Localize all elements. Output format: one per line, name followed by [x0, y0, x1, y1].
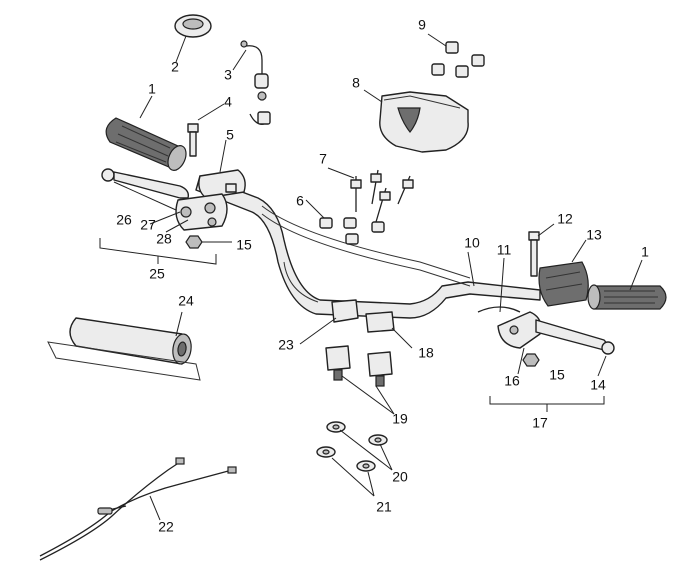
callout-21: 21: [376, 499, 392, 515]
washers-set: [316, 421, 388, 472]
callout-2: 2: [171, 59, 179, 75]
callout-8: 8: [352, 75, 360, 91]
left-grip: [105, 117, 187, 171]
right-switch-housing: [538, 261, 589, 307]
nut-right: [522, 353, 540, 367]
callout-15-right: 15: [549, 367, 565, 383]
lower-clamps: [325, 345, 393, 387]
callout-17: 17: [532, 415, 548, 431]
spacers-set: [319, 217, 385, 245]
upper-clamps: [331, 299, 395, 333]
callout-1-right: 1: [641, 244, 649, 260]
callout-23: 23: [278, 337, 294, 353]
callout-12: 12: [557, 211, 573, 227]
callout-28: 28: [156, 231, 172, 247]
callout-19: 19: [392, 411, 408, 427]
fasteners-set: [431, 41, 485, 78]
callout-24: 24: [178, 293, 194, 309]
callout-4: 4: [224, 94, 232, 110]
callout-7: 7: [319, 151, 327, 167]
bracket-25: [99, 238, 217, 265]
bolt-part: [187, 123, 199, 157]
callout-20: 20: [392, 469, 408, 485]
callout-22: 22: [158, 519, 174, 535]
leader-lines: [113, 33, 643, 521]
callout-25: 25: [149, 266, 165, 282]
callout-16: 16: [504, 373, 520, 389]
bracket-17: [489, 396, 605, 412]
callout-11: 11: [497, 242, 512, 258]
left-control-housing: [175, 169, 246, 231]
callout-14: 14: [590, 377, 606, 393]
bolt-part-right: [528, 231, 540, 277]
pad-part: [47, 317, 201, 381]
left-lever: [101, 168, 190, 199]
callout-1-left: 1: [148, 81, 156, 97]
callout-18: 18: [418, 345, 434, 361]
callout-10: 10: [464, 235, 480, 251]
cover-part: [379, 91, 469, 153]
studs-set: [350, 169, 414, 223]
callout-labels: 1 2 3 4 5 9 8 7 6 26 27 28 15 25 10 11 1…: [116, 17, 649, 535]
throttle-cable: [39, 457, 237, 561]
nut-left: [185, 235, 203, 249]
callout-15-left: 15: [236, 237, 252, 253]
right-grip: [587, 284, 667, 310]
callout-27: 27: [140, 217, 156, 233]
switch-harness: [240, 40, 271, 125]
cap-part: [174, 14, 212, 38]
callout-3: 3: [224, 67, 232, 83]
callout-6: 6: [296, 193, 304, 209]
right-lever-assembly: [477, 306, 615, 355]
callout-5: 5: [226, 127, 234, 143]
callout-9: 9: [418, 17, 426, 33]
callout-26: 26: [116, 212, 132, 228]
callout-13: 13: [586, 227, 602, 243]
